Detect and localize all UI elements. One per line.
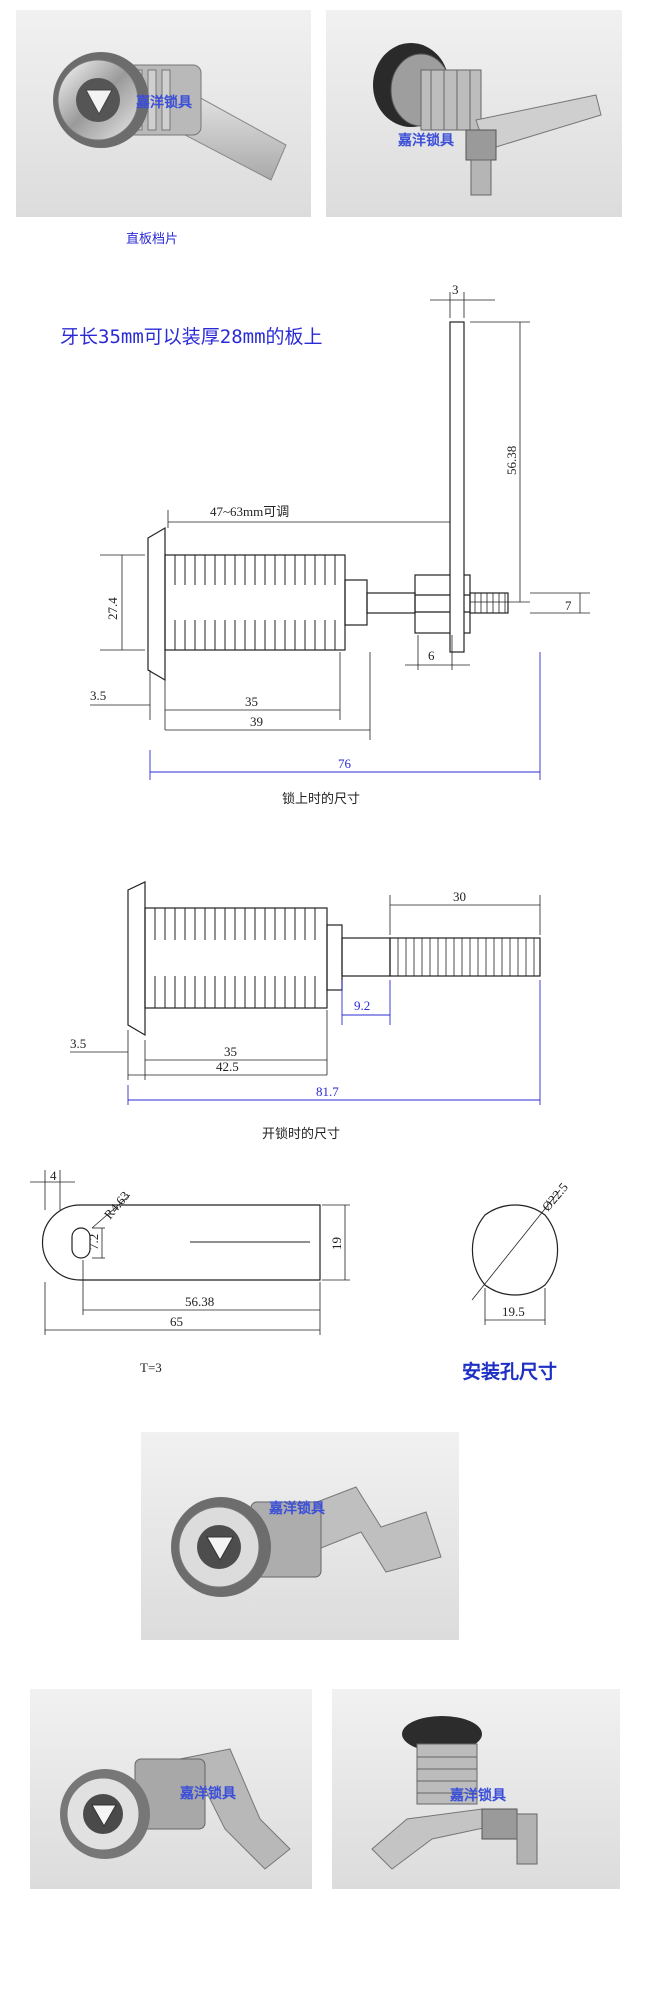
dim-edge: 4 bbox=[50, 1170, 57, 1183]
dim-thickness: T=3 bbox=[140, 1360, 162, 1375]
watermark: 嘉洋锁具 bbox=[450, 1788, 506, 1804]
dim-cam-thickness: 3 bbox=[452, 282, 459, 297]
dim-thread-len: 35 bbox=[245, 694, 258, 709]
dim-hole-diameter: Ø22.5 bbox=[539, 1180, 571, 1214]
photo-offset-cam-3: 嘉洋锁具 bbox=[332, 1689, 620, 1889]
offset-cam-illustration bbox=[171, 1486, 442, 1597]
drawing-note: 牙长35mm可以装厚28mm的板上 bbox=[60, 326, 323, 348]
dim-flat: 7.2 bbox=[86, 1234, 101, 1250]
watermark: 嘉洋锁具 bbox=[269, 1501, 325, 1517]
dim-cam-length: 56.38 bbox=[504, 446, 519, 475]
lock-side-illustration bbox=[373, 43, 602, 196]
caption-locked: 锁上时的尺寸 bbox=[282, 792, 361, 807]
dim-flange-thick: 3.5 bbox=[90, 688, 106, 703]
photo-offset-cam-2: 嘉洋锁具 bbox=[30, 1689, 312, 1889]
drawing-cam-plate: 4 R4.63 7.2 19 56.38 65 T=3 Ø22.5 19.5 bbox=[30, 1170, 571, 1375]
photo-offset-cam-1: 嘉洋锁具 bbox=[141, 1432, 459, 1640]
dim-body-len: 39 bbox=[250, 714, 263, 729]
dim-total-len: 81.7 bbox=[316, 1084, 339, 1099]
dim-body-len: 42.5 bbox=[216, 1059, 239, 1074]
dim-hole-to-end: 56.38 bbox=[185, 1294, 214, 1309]
caption-flat-cam: 直板档片 bbox=[126, 232, 179, 247]
dim-nut-width: 6 bbox=[428, 648, 435, 663]
mount-hole-title: 安装孔尺寸 bbox=[462, 1361, 558, 1383]
dim-width: 19 bbox=[329, 1237, 344, 1250]
offset-cam-side-illustration bbox=[371, 1716, 538, 1870]
dim-total-len: 76 bbox=[338, 756, 352, 771]
dim-stud-len: 30 bbox=[453, 889, 466, 904]
lock-front-illustration bbox=[53, 52, 287, 181]
photo-lock-side: 嘉洋锁具 bbox=[326, 10, 622, 217]
drawing-unlocked: 30 9.2 3.5 35 42.5 81.7 bbox=[70, 881, 541, 1105]
dim-adjust-range: 47~63mm可调 bbox=[210, 504, 289, 519]
offset-cam-angle-illustration bbox=[60, 1748, 291, 1870]
dim-flange-height: 27.4 bbox=[105, 597, 120, 620]
dim-flange-thick: 3.5 bbox=[70, 1036, 86, 1051]
watermark: 嘉洋锁具 bbox=[398, 133, 454, 149]
dim-hole-flat: 19.5 bbox=[502, 1304, 525, 1319]
drawing-locked: 47~63mm可调 3 56.38 27.4 7 6 3.5 35 39 76 bbox=[90, 282, 590, 780]
dim-length: 65 bbox=[170, 1314, 183, 1329]
dim-thread-len: 35 bbox=[224, 1044, 237, 1059]
watermark: 嘉洋锁具 bbox=[136, 95, 192, 111]
photo-lock-front: 嘉洋锁具 bbox=[16, 10, 311, 217]
caption-unlocked: 开锁时的尺寸 bbox=[262, 1127, 341, 1142]
watermark: 嘉洋锁具 bbox=[180, 1786, 236, 1802]
dim-thread-dia: 7 bbox=[565, 598, 572, 613]
dim-shoulder: 9.2 bbox=[354, 998, 370, 1013]
